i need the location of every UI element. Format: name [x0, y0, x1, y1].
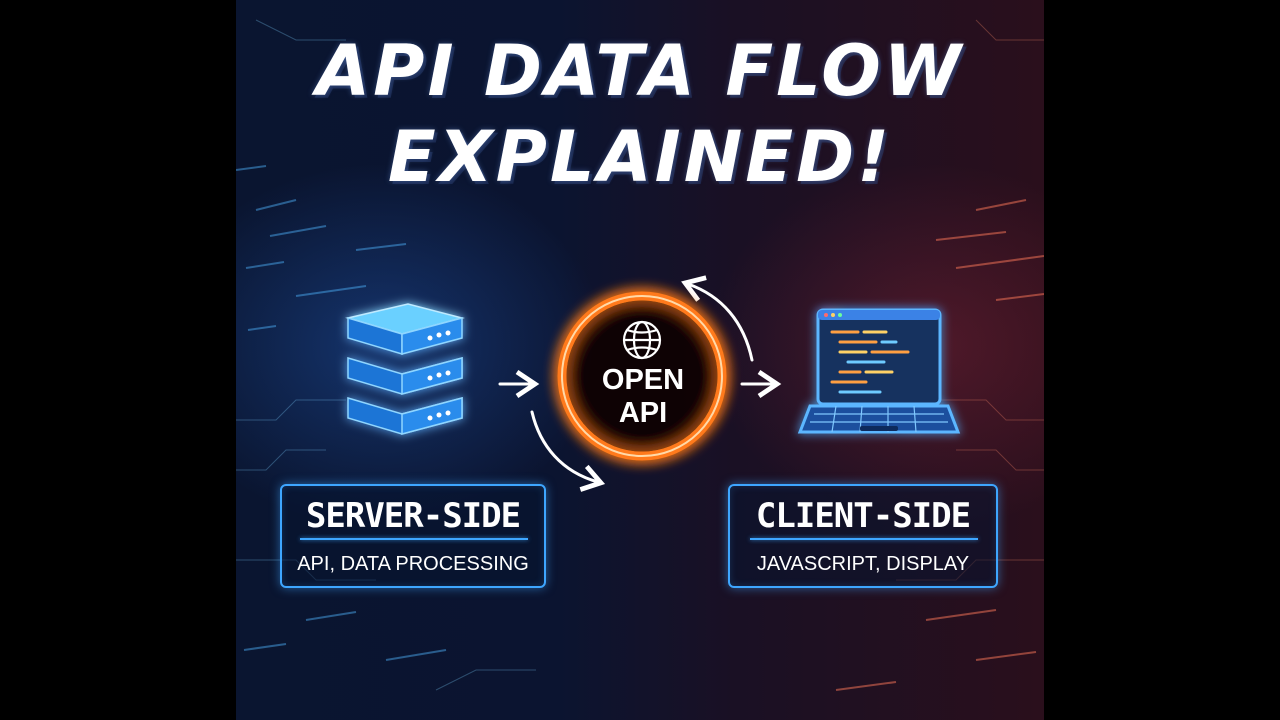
laptop-trackpad: [860, 426, 898, 431]
client-side-divider: [750, 538, 978, 540]
title-line-2: EXPLAINED!: [387, 116, 893, 198]
laptop-keyboard: [797, 404, 961, 434]
flow-diagram: [345, 275, 961, 492]
client-side-heading: CLIENT-SIDE: [755, 496, 971, 536]
client-side-panel: CLIENT-SIDE JAVASCRIPT, DISPLAY: [728, 484, 998, 588]
title-line-1: API DATA FLOW: [316, 30, 964, 112]
globe-icon: [622, 320, 662, 360]
laptop-code-icon: [797, 308, 961, 434]
server-unit-3: [347, 396, 463, 435]
hub-label-line-1: OPEN: [601, 364, 685, 396]
server-side-subtitle: API, DATA PROCESSING: [297, 553, 529, 575]
arrow-curve-bottom: [530, 410, 606, 492]
arrow-curve-top: [681, 275, 754, 362]
laptop-titlebar: [818, 310, 940, 320]
open-api-hub: [557, 291, 727, 461]
server-unit-2: [347, 356, 463, 395]
server-side-panel: SERVER-SIDE API, DATA PROCESSING: [280, 484, 546, 588]
laptop-keys: [810, 405, 948, 433]
thumbnail-canvas: API DATA FLOW EXPLAINED!: [236, 0, 1044, 720]
flow-arrows: [498, 275, 782, 492]
server-unit-1: [345, 303, 465, 356]
code-lines: [830, 330, 910, 394]
server-stack-icon: [345, 303, 465, 435]
hub-label-line-2: API: [618, 397, 668, 429]
hub-ring-core: [561, 295, 723, 457]
server-side-divider: [300, 538, 528, 540]
laptop-screen: [816, 308, 942, 406]
client-side-subtitle: JAVASCRIPT, DISPLAY: [756, 553, 970, 575]
server-side-heading: SERVER-SIDE: [305, 496, 521, 536]
